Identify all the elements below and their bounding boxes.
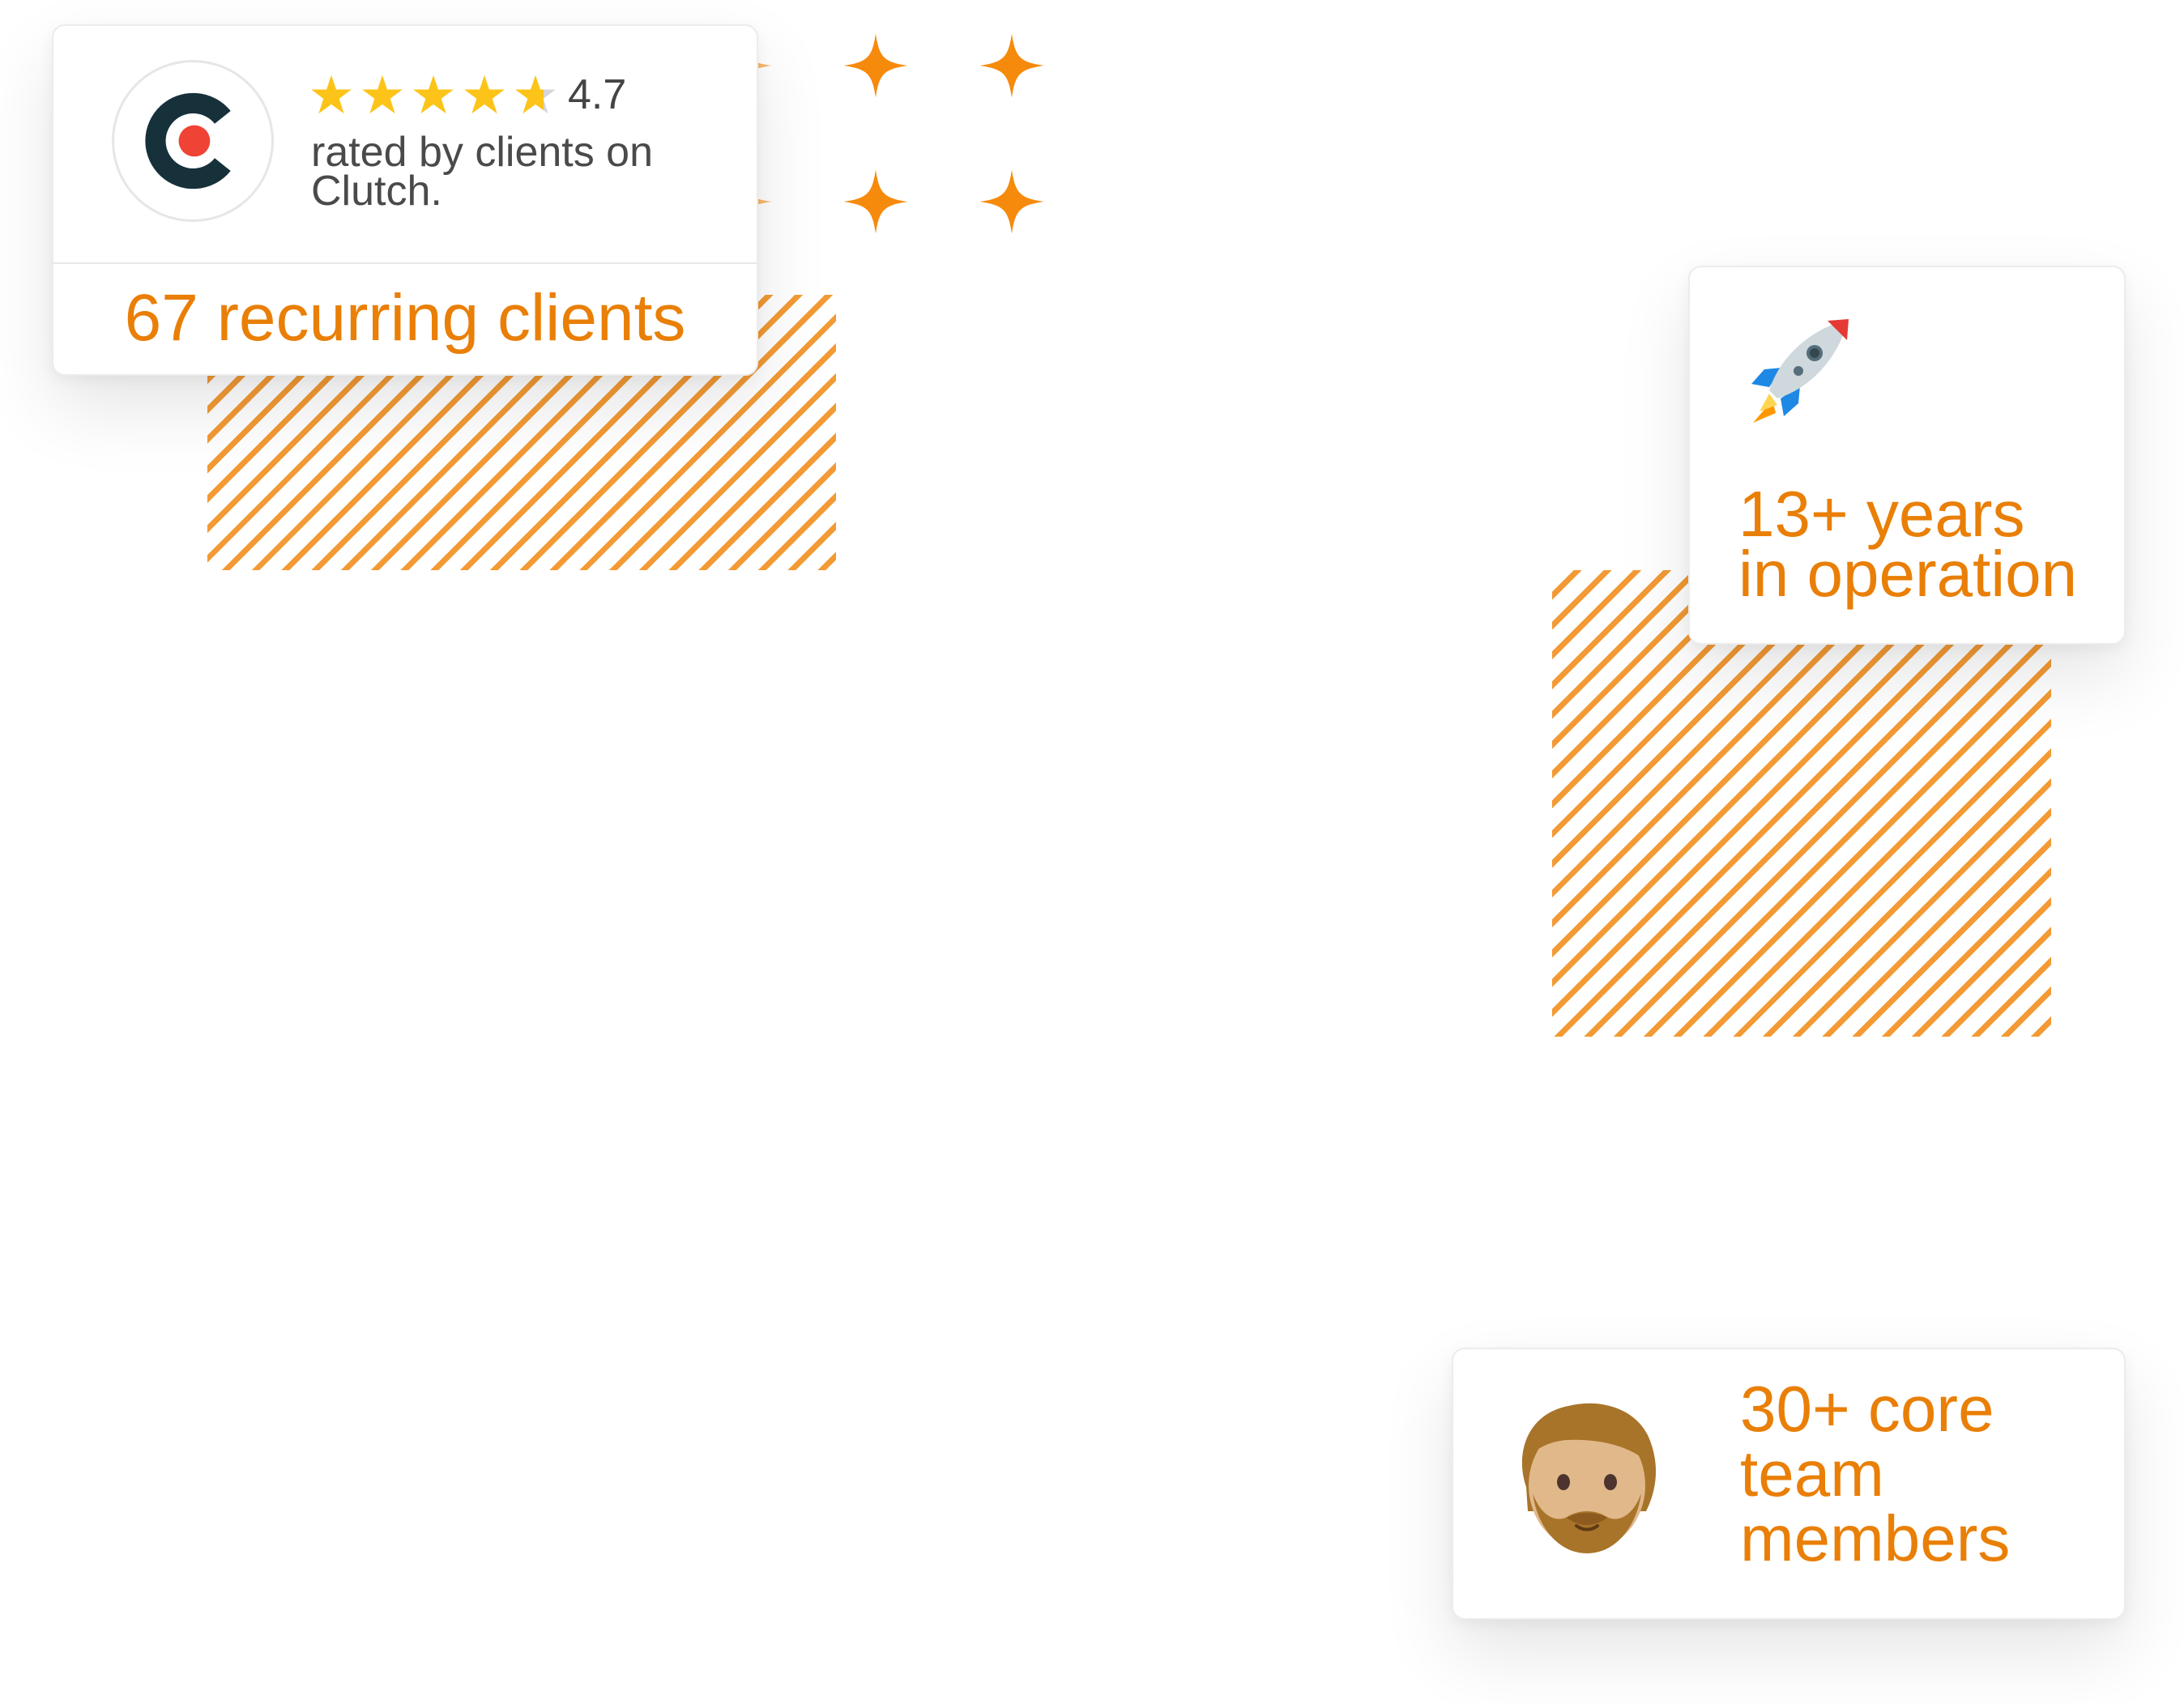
rating-value: 4.7 — [568, 71, 627, 118]
years-stat-line2: in operation — [1738, 538, 2078, 610]
star-icon — [311, 75, 352, 114]
sparkle-icon — [979, 169, 1044, 234]
rocket-icon — [1751, 319, 1849, 423]
sparkle-icon — [979, 33, 1044, 98]
clutch-logo-icon — [112, 60, 274, 222]
team-stat-card: 30+ core team members — [1452, 1348, 2126, 1620]
card-divider — [53, 262, 757, 264]
hatch-pattern — [1552, 570, 2051, 1037]
sparkle-icon — [843, 169, 908, 234]
star-rating: 4.7 — [309, 66, 626, 123]
years-stat-line1: 13+ years — [1738, 478, 2025, 550]
team-stat-line3: members — [1740, 1502, 2011, 1574]
years-stat-card: 13+ years in operation — [1688, 266, 2126, 645]
team-stat-line2: team — [1740, 1438, 1884, 1510]
recurring-clients-stat: 67 recurring clients — [124, 281, 686, 355]
team-stat-line1: 30+ core — [1740, 1373, 1994, 1445]
star-icon — [413, 75, 454, 114]
star-icon — [362, 75, 403, 114]
clutch-rating-card: 4.7 rated by clients on Clutch. 67 recur… — [52, 24, 758, 376]
rated-by-text: rated by clients on Clutch. — [311, 129, 654, 215]
sparkle-icon — [843, 33, 908, 98]
star-icon — [515, 75, 556, 114]
star-icon — [464, 75, 505, 114]
bearded-man-icon — [1521, 1403, 1657, 1553]
